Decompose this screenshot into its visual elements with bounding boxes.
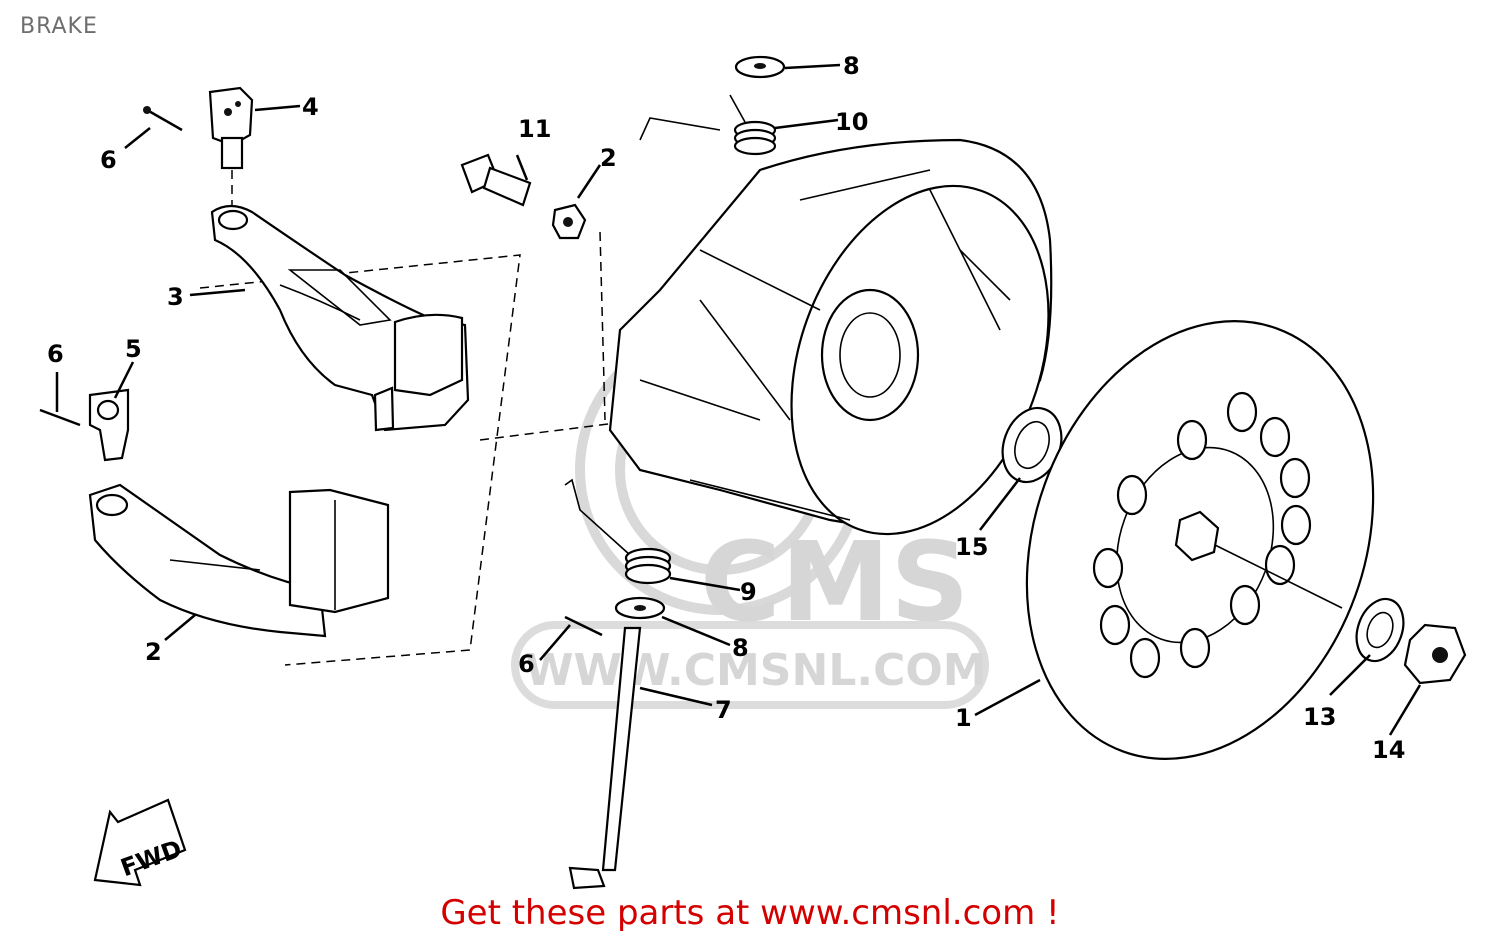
callout-labels: 1 2 2 3 4 5 6 6 6 7 8 8 9 10 11 13 14 15 (47, 52, 1405, 764)
part-11-bolt (460, 153, 532, 207)
callout-9: 9 (740, 578, 757, 606)
part-8-washer-top (734, 55, 786, 79)
callout-10: 10 (835, 108, 868, 136)
brake-panel-housing (608, 138, 1053, 536)
callout-7: 7 (715, 696, 732, 724)
part-13-washer (1355, 597, 1405, 663)
part-6-pin-middle (39, 408, 81, 427)
disc-holes (1092, 391, 1312, 679)
part-3-caliper-upper (210, 204, 470, 432)
callout-14: 14 (1372, 736, 1405, 764)
callout-6-upper: 6 (100, 146, 117, 174)
callout-8-lower: 8 (732, 634, 749, 662)
leader-lines (124, 63, 1422, 736)
watermark-brand: CMS (700, 518, 969, 646)
fwd-direction-marker: FWD (93, 798, 187, 887)
part-1-brake-disc (1025, 320, 1375, 760)
callout-2-caliper: 2 (145, 638, 162, 666)
watermark-url: WWW.CMSNL.COM (525, 645, 987, 696)
callout-13: 13 (1303, 703, 1336, 731)
callout-6-middle: 6 (47, 340, 64, 368)
part-6-pin-upper (146, 108, 183, 132)
part-8-washer-lower (614, 596, 666, 620)
callout-5: 5 (125, 335, 142, 363)
callout-6-lower: 6 (518, 650, 535, 678)
callout-11: 11 (518, 115, 551, 143)
footer-parts-link[interactable]: Get these parts at www.cmsnl.com ! (440, 893, 1060, 933)
part-2-nut (551, 203, 587, 240)
part-2-caliper-lower (88, 483, 390, 638)
part-4-pin (208, 86, 254, 170)
part-9-lever-spring (564, 478, 672, 585)
callout-3: 3 (167, 283, 184, 311)
callout-8-top: 8 (843, 52, 860, 80)
part-14-nut (1403, 623, 1467, 685)
page-title: BRAKE (20, 14, 98, 39)
part-10-spring (639, 94, 777, 156)
part-6-pin-lower (564, 615, 603, 637)
part-5-retainer (88, 388, 130, 462)
part-7-rod (568, 626, 642, 890)
callout-2-nut: 2 (600, 144, 617, 172)
callout-1: 1 (955, 704, 972, 732)
callout-4: 4 (302, 93, 319, 121)
caliper-assembly-outline (199, 170, 641, 666)
callout-15: 15 (955, 533, 988, 561)
